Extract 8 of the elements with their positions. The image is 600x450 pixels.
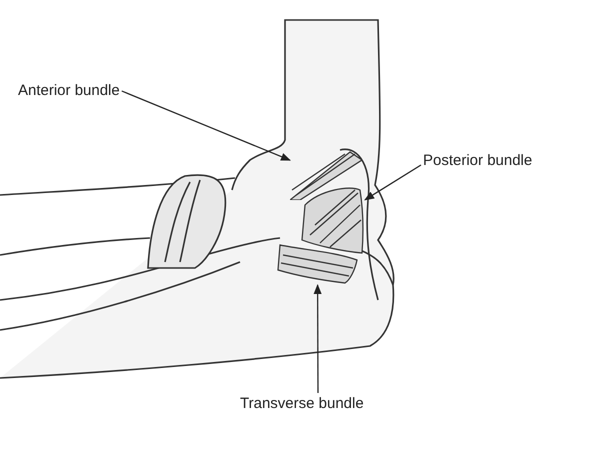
leader-line xyxy=(364,164,422,200)
ligament-band xyxy=(290,150,362,200)
leader-line xyxy=(122,90,291,161)
callout-label: Anterior bundle xyxy=(18,82,120,100)
leader-line xyxy=(314,284,322,393)
ligament-fan xyxy=(300,185,365,255)
callout-label: Transverse bundle xyxy=(240,395,364,413)
callout-label: Posterior bundle xyxy=(423,152,532,170)
